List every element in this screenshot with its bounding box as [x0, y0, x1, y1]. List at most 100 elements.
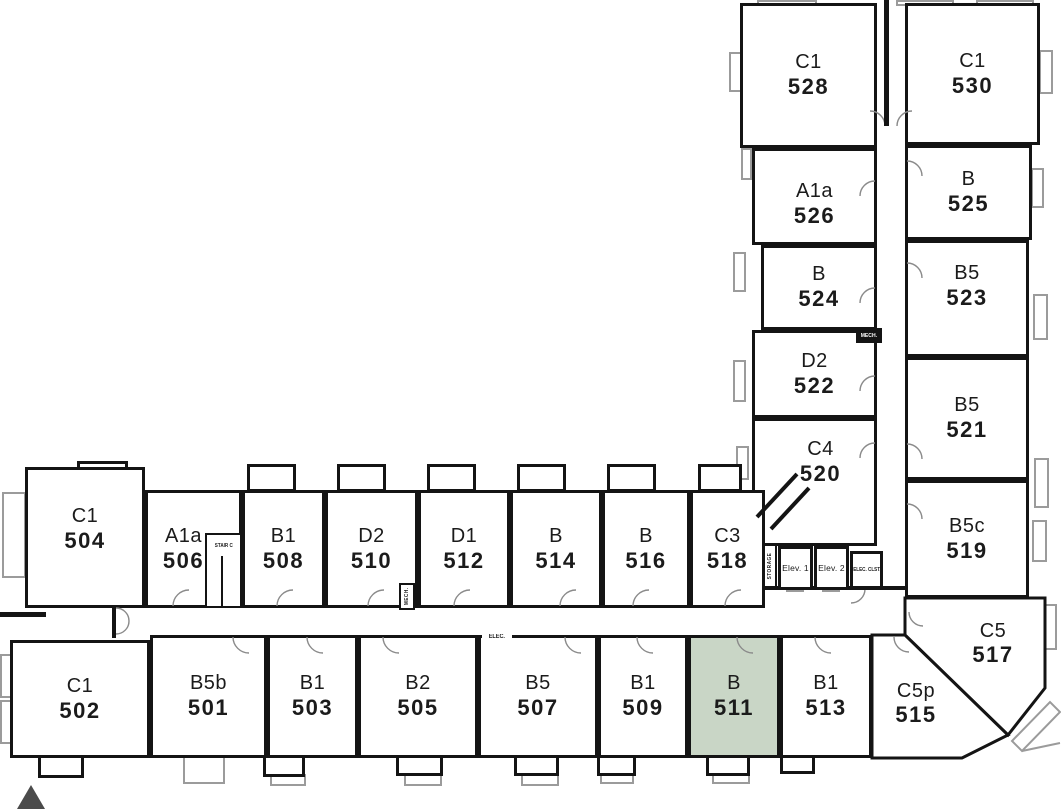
unit-number: 524 [798, 286, 840, 312]
unit-number: 530 [951, 72, 994, 98]
unit-number: 513 [805, 695, 847, 721]
unit-type: B2 [405, 672, 431, 695]
elevator-1-label: Elev. 1 [782, 563, 809, 573]
unit-number: 522 [793, 372, 836, 398]
unit-number: 518 [706, 547, 749, 573]
unit-number: 504 [64, 528, 106, 554]
bay-window [2, 492, 26, 578]
stair-c-label: STAIR C [214, 543, 233, 549]
unit-number: 506 [162, 547, 205, 573]
bay-window [517, 464, 566, 492]
storage-label: STORAGE [767, 552, 773, 580]
unit-type: B5c [949, 514, 985, 537]
unit-number: 503 [291, 695, 334, 721]
mech-label-2: MECH. [404, 587, 410, 606]
unit-type: B1 [270, 524, 297, 547]
unit-type: C4 [807, 437, 834, 460]
unit-number: 514 [535, 547, 577, 573]
unit-type: C1 [795, 51, 822, 74]
door-arc-icon [893, 636, 910, 653]
unit-number: 512 [443, 547, 485, 573]
unit-type: B5 [954, 394, 980, 417]
unit-number: 520 [799, 460, 842, 486]
north-arrow-icon [17, 785, 45, 809]
unit-number: 511 [714, 695, 754, 721]
unit-type: B1 [630, 672, 656, 695]
unit-number: 502 [59, 697, 101, 723]
unit-type: B5b [189, 672, 228, 695]
bay-window [247, 464, 296, 492]
bay-window [1039, 50, 1053, 94]
unit-number: 510 [350, 547, 393, 573]
door-arc-icon [115, 620, 130, 635]
diagonal-window [1021, 742, 1061, 752]
unit-type: D2 [801, 349, 828, 372]
unit-type: C3 [714, 524, 741, 547]
unit-type: A1a [795, 180, 834, 203]
unit-type: B5 [954, 262, 980, 285]
elevator-1: Elev. 1 [778, 546, 813, 590]
door-arc-icon [908, 611, 924, 627]
bay-window [698, 464, 742, 492]
bay-window [741, 148, 752, 180]
bay-window [337, 464, 386, 492]
wall-segment [112, 605, 116, 638]
unit-515-number: 515 [895, 702, 936, 727]
unit-number: 501 [187, 695, 230, 721]
storage-room: STORAGE [763, 544, 777, 588]
diagonal-window [1010, 700, 1061, 753]
unit-number: 525 [947, 191, 990, 217]
unit-517[interactable] [903, 596, 1047, 738]
door-arc-icon [850, 588, 866, 604]
mech-room-2: MECH. [399, 583, 415, 610]
unit-type: B5 [525, 672, 551, 695]
elevator-2-label: Elev. 2 [818, 563, 845, 573]
bay-window [1034, 458, 1049, 508]
unit-515[interactable] [870, 633, 1011, 760]
electrical-closet-label: ELEC. CLST. [852, 567, 881, 573]
unit-type: C1 [66, 674, 94, 697]
unit-type: B [727, 672, 741, 695]
unit-517-type: C5 [980, 620, 1007, 642]
unit-515-type: C5p [897, 680, 935, 702]
wall-segment [221, 556, 223, 606]
